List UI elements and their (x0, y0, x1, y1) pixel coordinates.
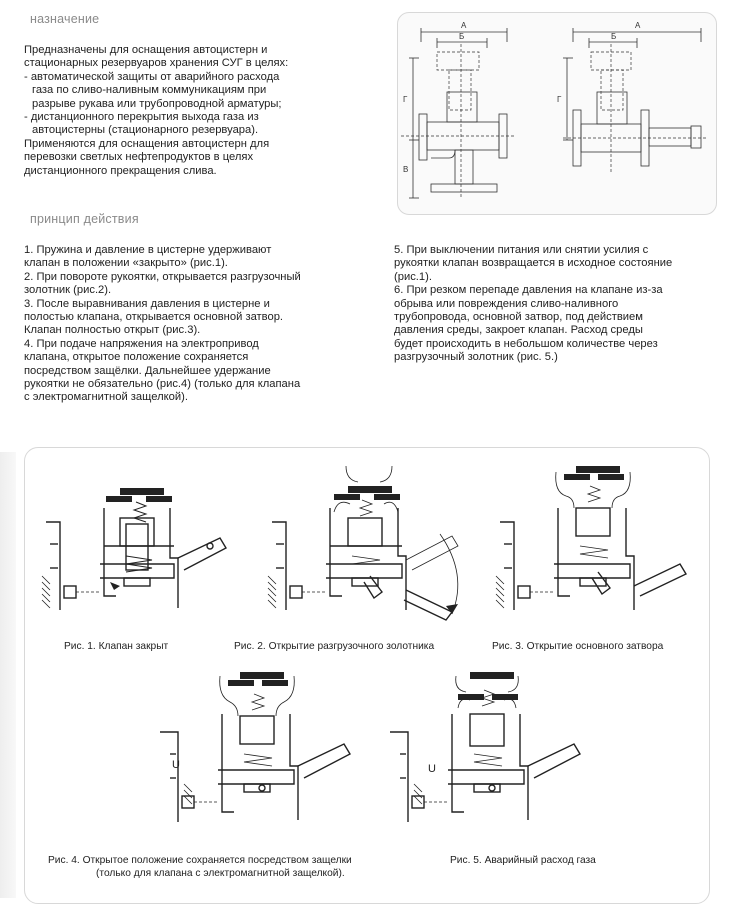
fig1-caption: Рис. 1. Клапан закрыт (64, 641, 169, 652)
dimension-drawing: А Б Г В А Б Г (401, 21, 707, 199)
purpose-line: газа по сливо-наливным коммуникациям при (32, 84, 267, 97)
principle-line: (рис.1). (394, 270, 432, 283)
principle-line: разгрузочный золотник (рис. 5.) (394, 351, 558, 364)
principle-text-left: 1. Пружина и давление в цистерне удержив… (24, 244, 384, 405)
dim-label-v: В (403, 165, 408, 174)
principle-line: золотник (рис.2). (24, 284, 112, 297)
fig4-caption-line2: (только для клапана с электромагнитной з… (96, 868, 345, 879)
fig4-u-label: U (172, 759, 180, 771)
principle-line: Клапан полностью открыт (рис.3). (24, 324, 201, 337)
fig4-caption-line1: Рис. 4. Открытое положение сохраняется п… (48, 855, 352, 866)
principle-line: обрыва или повреждения сливо-наливного (394, 297, 619, 310)
fig3-caption: Рис. 3. Открытие основного затвора (492, 641, 664, 652)
figures-panel (24, 447, 710, 904)
purpose-heading: назначение (30, 12, 100, 26)
principle-line: посредством защёлки. Дальнейшее удержани… (24, 364, 271, 377)
principle-line: 3. После выравнивания давления в цистерн… (24, 297, 270, 310)
dim-label-a: А (461, 21, 467, 30)
fig2-relief-opening (267, 465, 459, 621)
dim-label-b-right: Б (611, 32, 616, 41)
fig3-main-gate-opening (495, 466, 687, 610)
principle-line: трубопровода, основной затвор, под дейст… (394, 311, 643, 324)
principle-line: 1. Пружина и давление в цистерне удержив… (24, 244, 272, 256)
fig1-valve-closed (41, 488, 227, 610)
left-edge-strip (0, 452, 16, 898)
dim-label-g: Г (403, 95, 408, 104)
dim-label-g-right: Г (557, 95, 562, 104)
principle-line: клапана, открытое положение сохраняется (24, 351, 249, 364)
principle-line: с электромагнитной защелкой). (24, 391, 188, 404)
purpose-line: автоцистерны (стационарного резервуара). (32, 124, 259, 137)
purpose-line: дистанционного прекращения слива. (24, 164, 217, 177)
principle-line: 5. При выключении питания или снятии уси… (394, 244, 649, 256)
purpose-line: перевозки светлых нефтепродуктов в целях (24, 151, 254, 164)
purpose-line: - дистанционного перекрытия выхода газа … (24, 111, 259, 124)
dimension-drawing-panel (397, 12, 717, 215)
principle-line: рукоятки клапан возвращается в исходное … (394, 257, 673, 270)
principle-heading: принцип действия (30, 212, 139, 226)
principle-text-right: 5. При выключении питания или снятии уси… (394, 244, 724, 365)
purpose-line: Применяются для оснащения автоцистерн дл… (24, 137, 270, 150)
principle-line: клапан в положении «закрыто» (рис.1). (24, 257, 228, 270)
dim-label-b: Б (459, 32, 464, 41)
dim-label-a-right: А (635, 21, 641, 30)
purpose-line: разрыве рукава или трубопроводной армату… (32, 97, 282, 110)
principle-line: 4. При подаче напряжения на электроприво… (24, 337, 259, 350)
principle-line: полостью клапана, открывается основной з… (24, 311, 284, 324)
purpose-line: стационарных резервуаров хранения СУГ в … (24, 57, 289, 70)
fig2-caption: Рис. 2. Открытие разгрузочного золотника (234, 641, 435, 652)
principle-line: 6. При резком перепаде давления на клапа… (394, 284, 663, 297)
principle-line: давления среды, закроет клапан. Расход с… (394, 324, 643, 337)
fig4-latch-hold: U (160, 672, 351, 822)
principle-line: рукоятки не обязательно (рис.4) (только … (24, 378, 301, 391)
purpose-text: Предназначены для оснащения автоцистерн … (24, 44, 374, 178)
fig5-emergency-flow: U (390, 672, 581, 822)
fig5-caption: Рис. 5. Аварийный расход газа (450, 855, 596, 866)
fig5-u-label: U (428, 763, 436, 775)
principle-line: 2. При повороте рукоятки, открывается ра… (24, 270, 301, 283)
purpose-line: Предназначены для оснащения автоцистерн … (24, 44, 268, 56)
purpose-line: - автоматической защиты от аварийного ра… (24, 70, 280, 83)
principle-line: будет происходить в небольшом количестве… (394, 337, 658, 350)
